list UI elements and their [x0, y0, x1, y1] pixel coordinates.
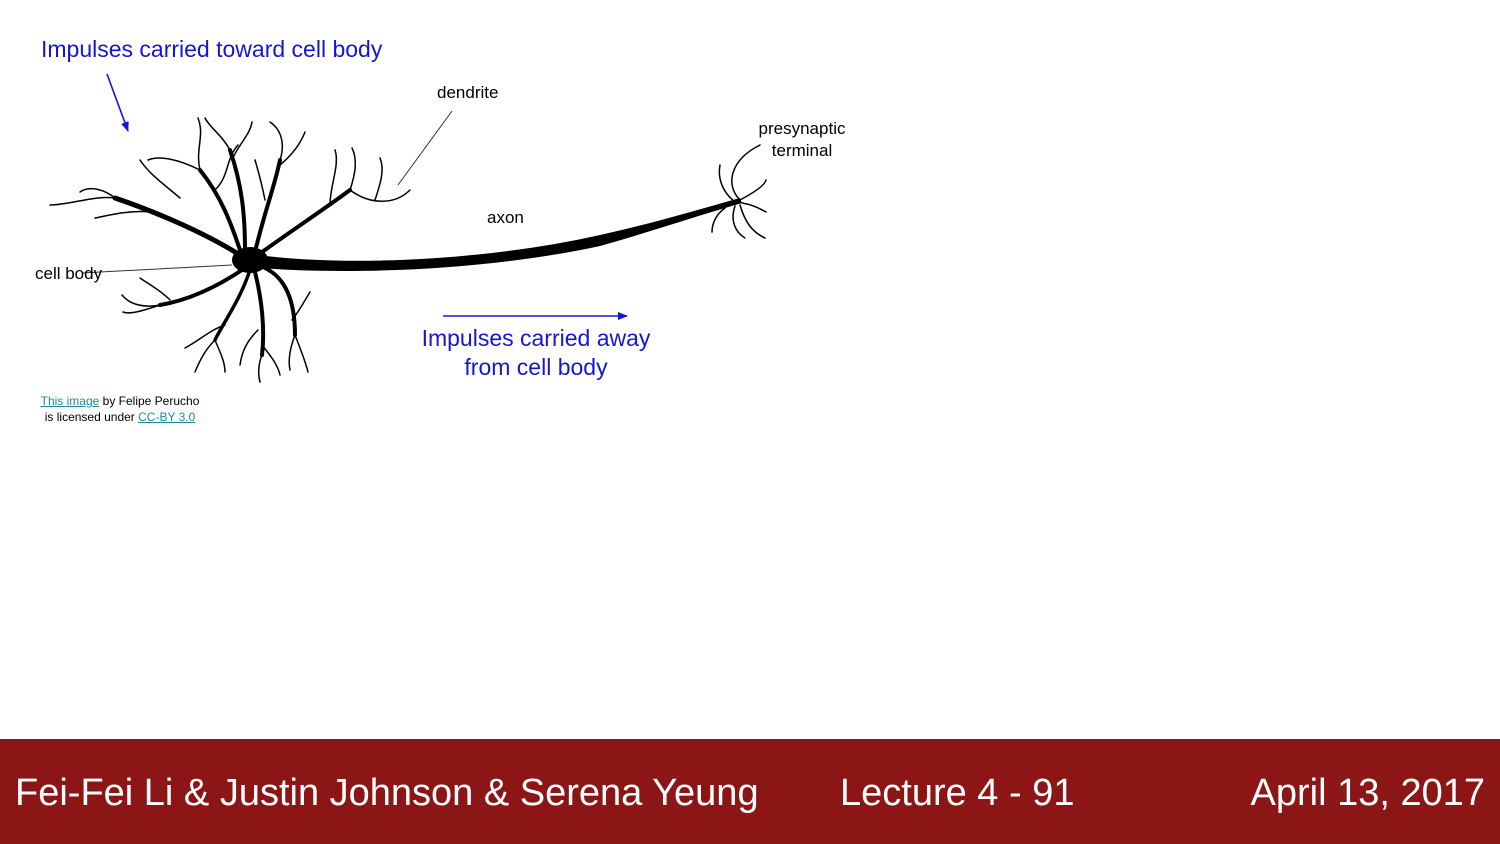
credit-line1: This image by Felipe Perucho [30, 393, 210, 409]
neuron-diagram [49, 73, 767, 383]
dendrite-pointer-line [397, 110, 453, 186]
cc-by-link[interactable]: CC-BY 3.0 [138, 410, 196, 424]
presynaptic-line1: presynaptic [758, 119, 846, 138]
credit-line2: is licensed under CC-BY 3.0 [30, 409, 210, 425]
impulses-away-label: Impulses carried away from cell body [411, 324, 661, 382]
footer-date: April 13, 2017 [1250, 772, 1486, 814]
this-image-link[interactable]: This image [40, 394, 100, 408]
axon-shape [238, 198, 742, 272]
arrow-toward-cell-body [106, 73, 129, 132]
presynaptic-terminal-label: presynaptic terminal [748, 118, 856, 162]
neuron [49, 117, 767, 383]
image-credit: This image by Felipe Perucho is licensed… [30, 393, 210, 425]
cell-body-label: cell body [35, 264, 103, 283]
axon-label: axon [487, 208, 524, 227]
dendrite-label: dendrite [437, 83, 499, 102]
footer-lecture: Lecture 4 - 91 [840, 772, 1075, 814]
impulses-away-line1: Impulses carried away [421, 325, 651, 351]
presynaptic-line2: terminal [771, 141, 833, 160]
impulses-away-line2: from cell body [464, 354, 608, 380]
footer-authors: Fei-Fei Li & Justin Johnson & Serena Yeu… [15, 772, 759, 814]
cell-body-pointer-line [81, 264, 233, 274]
slide-footer: Fei-Fei Li & Justin Johnson & Serena Yeu… [0, 739, 1500, 844]
impulses-toward-label: Impulses carried toward cell body [41, 36, 383, 62]
credit-license-text: is licensed under [44, 410, 139, 424]
credit-author-text: by Felipe Perucho [99, 394, 200, 408]
